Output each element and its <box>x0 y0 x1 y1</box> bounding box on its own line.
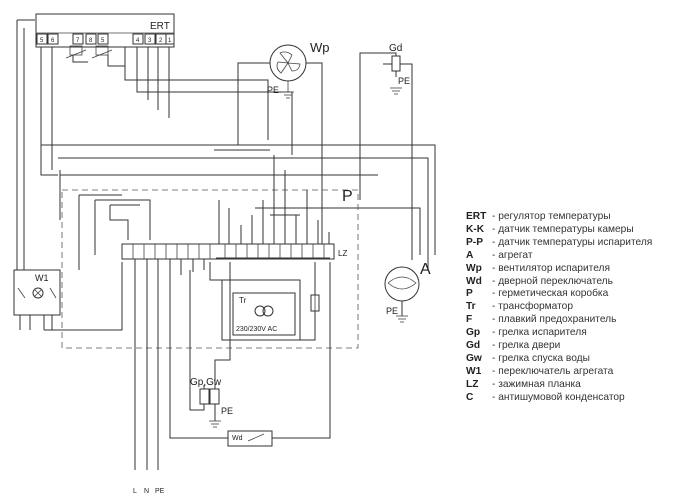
legend-row: LZ - зажимная планка <box>466 379 652 392</box>
legend-code: Gw <box>466 352 482 364</box>
supply-terminals: L N PE <box>133 488 165 495</box>
legend-desc: - датчик температуры испарителя <box>492 236 653 248</box>
legend-code: P-P <box>466 236 483 248</box>
ert-terminal-label: 5 <box>40 38 44 44</box>
legend-desc: - плавкий предохранитель <box>492 314 617 326</box>
legend-desc: - регулятор температуры <box>492 211 611 222</box>
legend-code: F <box>466 314 473 326</box>
ert-label: ERT <box>150 21 170 32</box>
terminal-strip-lz: LZ <box>121 155 347 470</box>
door-heater: Gd PE <box>359 43 413 260</box>
aggregate-switch-w1: W1 <box>13 262 123 331</box>
legend-row: Gp - грелка испарителя <box>466 327 652 340</box>
ert-terminal-label: 2 <box>159 38 163 44</box>
legend-desc: - дверной переключатель <box>492 275 613 287</box>
legend-row: Wp - вентилятор испарителя <box>466 263 652 276</box>
legend-code: LZ <box>466 378 479 390</box>
door-switch-label: Wd <box>232 435 243 442</box>
legend-desc: - грелка спуска воды <box>492 352 590 364</box>
legend-code: P <box>466 288 473 300</box>
legend-desc: - грелка двери <box>492 340 561 352</box>
legend-code: Wd <box>466 275 482 287</box>
legend-row: Wd - дверной переключатель <box>466 276 652 289</box>
legend-desc: - зажимная планка <box>492 378 581 390</box>
legend-code: Gp <box>466 327 481 339</box>
ert-terminal-label: 3 <box>148 38 152 44</box>
heaters-label: Gp,Gw <box>190 377 222 388</box>
legend-desc: - герметическая коробка <box>492 288 609 300</box>
ert-terminal-label: 8 <box>89 38 93 44</box>
legend-code: A <box>466 249 474 261</box>
legend-desc: - датчик температуры камеры <box>492 223 634 235</box>
hermetic-box: P <box>61 188 359 349</box>
evaporator-and-drain-heaters: Gp,Gw PE <box>189 262 233 428</box>
legend-desc: - переключатель агрегата <box>492 365 614 377</box>
legend-row: P-P - датчик температуры испарителя <box>466 237 652 250</box>
fuse <box>300 262 320 341</box>
ert-controller: ERT 5 6 7 8 5 4 3 2 1 <box>35 13 175 59</box>
legend-code: W1 <box>466 365 482 377</box>
ert-terminal-label: 7 <box>76 38 80 44</box>
heaters-pe-label: PE <box>221 406 233 416</box>
aggregate-unit: A PE <box>384 261 431 323</box>
legend-row: K-K - датчик температуры камеры <box>466 224 652 237</box>
transformer-rating: 230/230V AC <box>236 326 277 333</box>
legend-code: Tr <box>466 301 476 313</box>
legend-code: Wp <box>466 262 482 274</box>
legend-row: C - антишумовой конденсатор <box>466 392 652 405</box>
legend-desc: - трансформатор <box>492 301 573 313</box>
ert-terminal-label: 1 <box>168 38 172 44</box>
unit-a-label: A <box>420 261 431 278</box>
door-switch: Wd <box>169 262 331 447</box>
legend: ERT - регулятор температуры K-K - датчик т… <box>466 211 652 405</box>
legend-row: P - герметическая коробка <box>466 288 652 301</box>
box-p-label: P <box>342 188 353 205</box>
fan-pe-label: PE <box>267 85 279 95</box>
evaporator-fan: Wp PE <box>237 40 330 255</box>
ert-terminal-strip: 5 6 7 8 5 4 3 2 1 <box>36 33 175 45</box>
legend-row: Gw - грелка спуска воды <box>466 353 652 366</box>
door-heater-pe-label: PE <box>398 76 410 86</box>
legend-row: ERT - регулятор температуры <box>466 211 652 224</box>
temperature-sensor-icons <box>65 45 113 59</box>
legend-code: K-K <box>466 223 485 235</box>
legend-row: F - плавкий предохранитель <box>466 314 652 327</box>
transformer: Tr 230/230V AC <box>209 262 301 341</box>
supply-n-label: N <box>144 488 149 495</box>
lz-label: LZ <box>338 249 347 258</box>
supply-pe-label: PE <box>155 488 165 495</box>
legend-desc: - антишумовой конденсатор <box>492 391 625 403</box>
ert-terminal-label: 4 <box>136 38 140 44</box>
ert-terminal-label: 5 <box>101 38 105 44</box>
legend-code: C <box>466 391 474 403</box>
legend-row: Gd - грелка двери <box>466 340 652 353</box>
fan-label: Wp <box>310 40 330 55</box>
legend-code: Gd <box>466 340 481 352</box>
legend-desc: - агрегат <box>492 249 533 261</box>
supply-l-label: L <box>133 488 137 495</box>
legend-desc: - вентилятор испарителя <box>492 262 611 274</box>
legend-row: W1 - переключатель агрегата <box>466 366 652 379</box>
ert-wires <box>16 19 293 270</box>
switch-w1-label: W1 <box>35 273 49 283</box>
transformer-label: Tr <box>239 296 247 305</box>
unit-a-pe-label: PE <box>386 306 398 316</box>
legend-code: ERT <box>466 211 487 222</box>
ert-terminal-label: 6 <box>51 38 55 44</box>
legend-row: Tr - трансформатор <box>466 301 652 314</box>
bus-wires <box>41 144 436 270</box>
door-heater-label: Gd <box>389 43 402 54</box>
legend-row: A - агрегат <box>466 250 652 263</box>
legend-desc: - грелка испарителя <box>492 327 587 339</box>
